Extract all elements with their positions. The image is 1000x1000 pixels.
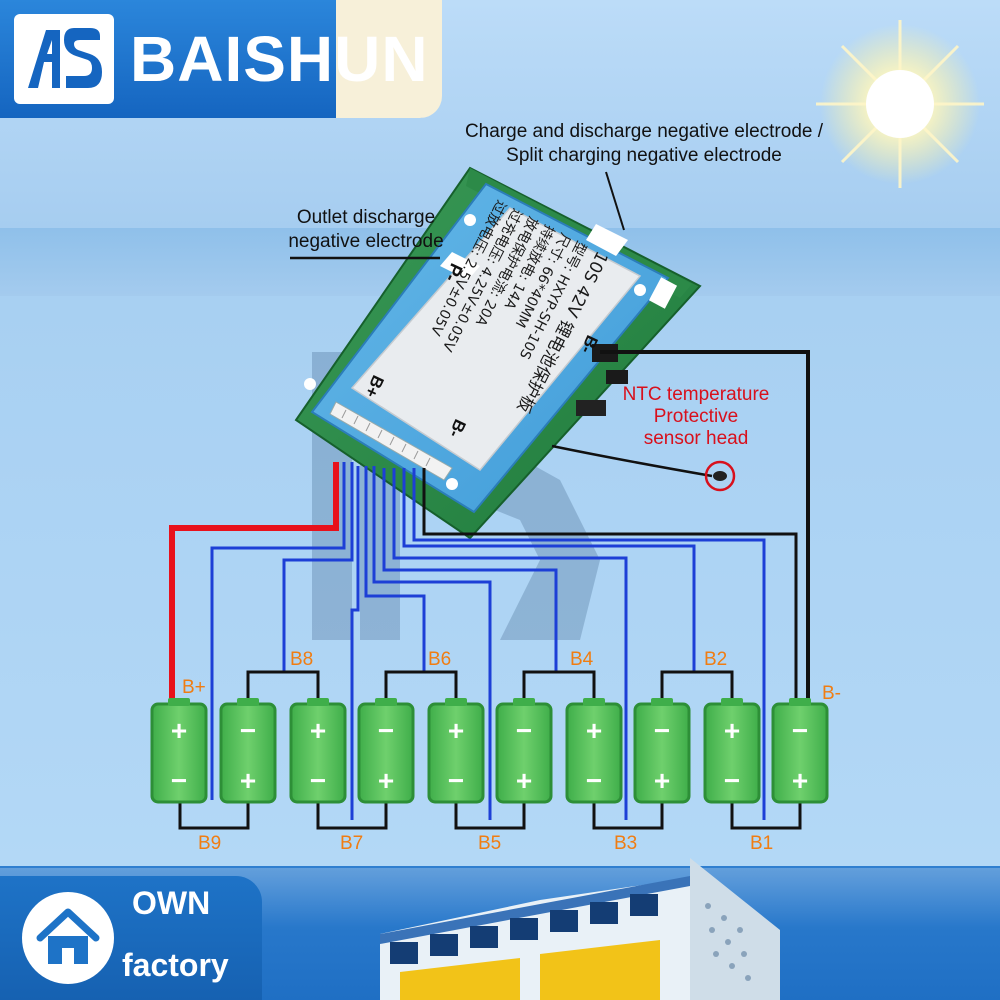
pin-label-b6: B6 bbox=[428, 649, 452, 670]
callout-ntc-line2: Protective bbox=[653, 406, 739, 427]
cell-2: − + bbox=[219, 698, 277, 804]
callout-split-charge-line2: Split charging negative electrode bbox=[506, 145, 782, 166]
callout-outlet-discharge: Outlet discharge negative electrode bbox=[266, 206, 466, 254]
cell-9-bottom-sign: − bbox=[724, 765, 740, 796]
cell-7-bottom-sign: − bbox=[586, 765, 602, 796]
wire-b7 bbox=[350, 466, 360, 820]
wire-b1 bbox=[412, 468, 766, 820]
link-cell-1-2 bbox=[178, 800, 250, 830]
cell-1-bottom-sign: − bbox=[171, 765, 187, 796]
ntc-sensor-ring bbox=[704, 460, 736, 492]
bms-board bbox=[294, 166, 702, 540]
wire-b2 bbox=[402, 468, 696, 672]
callout-ntc-line3: sensor head bbox=[643, 428, 749, 449]
cell-6-bottom-sign: + bbox=[516, 765, 532, 796]
cell-4-bottom-sign: + bbox=[378, 765, 394, 796]
cell-8: − + bbox=[633, 698, 691, 804]
callout-ntc: NTC temperature Protective sensor head bbox=[608, 384, 784, 450]
brand-name: BAISHUN bbox=[130, 18, 429, 100]
pin-label-b8: B8 bbox=[290, 649, 314, 670]
callout-split-charge: Charge and discharge negative electrode … bbox=[448, 120, 840, 168]
wire-b9 bbox=[210, 462, 346, 800]
pin-label-b1: B1 bbox=[750, 833, 774, 854]
cell-1-top-sign: + bbox=[171, 715, 187, 746]
cell-3: + − bbox=[289, 698, 347, 804]
wire-b-minus-balance bbox=[422, 468, 798, 706]
cell-8-bottom-sign: + bbox=[654, 765, 670, 796]
link-cell-8-9 bbox=[660, 670, 734, 706]
link-cell-2-3 bbox=[246, 670, 320, 706]
cell-9-top-sign: + bbox=[724, 715, 740, 746]
wire-b8 bbox=[282, 462, 354, 672]
wire-b-plus bbox=[169, 462, 339, 706]
sun-icon bbox=[816, 20, 984, 188]
pin-label-b4: B4 bbox=[570, 649, 594, 670]
ntc-wire bbox=[551, 444, 713, 478]
callout-ntc-line1: NTC temperature bbox=[622, 384, 770, 405]
pin-label-b-plus: B+ bbox=[182, 677, 206, 698]
cell-2-top-sign: − bbox=[240, 715, 256, 746]
cell-7: + − bbox=[565, 698, 623, 804]
brand-logo-icon bbox=[14, 14, 114, 104]
cell-3-bottom-sign: − bbox=[310, 765, 326, 796]
wire-b-minus bbox=[600, 350, 810, 706]
cell-5-bottom-sign: − bbox=[448, 765, 464, 796]
cell-8-top-sign: − bbox=[654, 715, 670, 746]
cell-6: − + bbox=[495, 698, 553, 804]
link-cell-3-4 bbox=[316, 800, 388, 830]
cell-4-top-sign: − bbox=[378, 715, 394, 746]
factory-building-icon bbox=[380, 858, 780, 1000]
cell-6-top-sign: − bbox=[516, 715, 532, 746]
link-cell-9-10 bbox=[730, 800, 802, 830]
wire-b5 bbox=[372, 466, 492, 820]
brand-name-text: BAISHUN bbox=[130, 23, 429, 95]
pin-label-b3: B3 bbox=[614, 833, 638, 854]
pin-label-b5: B5 bbox=[478, 833, 502, 854]
cell-10-bottom-sign: + bbox=[792, 765, 808, 796]
callout-outlet-discharge-line2: negative electrode bbox=[288, 231, 444, 252]
cell-9: + − bbox=[703, 698, 761, 804]
link-cell-5-6 bbox=[454, 800, 526, 830]
cell-1: + − bbox=[150, 698, 208, 804]
cell-2-bottom-sign: + bbox=[240, 765, 256, 796]
callout-outlet-discharge-line1: Outlet discharge bbox=[296, 207, 436, 228]
wire-b6 bbox=[364, 466, 426, 672]
brand-tab bbox=[336, 0, 442, 118]
cell-10: − + bbox=[771, 698, 829, 804]
wire-b3 bbox=[392, 468, 628, 820]
link-cell-7-8 bbox=[592, 800, 664, 830]
pin-label-b2: B2 bbox=[704, 649, 728, 670]
pin-label-b7: B7 bbox=[340, 833, 364, 854]
pin-label-b9: B9 bbox=[198, 833, 222, 854]
wiring bbox=[169, 350, 810, 830]
pin-label-b-minus: B- bbox=[822, 683, 841, 704]
cell-5: + − bbox=[427, 698, 485, 804]
cell-7-top-sign: + bbox=[586, 715, 602, 746]
cell-3-top-sign: + bbox=[310, 715, 326, 746]
cell-4: − + bbox=[357, 698, 415, 804]
ntc-sensor-icon bbox=[713, 471, 727, 481]
factory-label: factory bbox=[122, 947, 229, 983]
callout-split-charge-line1: Charge and discharge negative electrode … bbox=[464, 121, 824, 142]
callout-top-leader bbox=[605, 171, 625, 231]
house-icon bbox=[22, 892, 114, 984]
cell-10-top-sign: − bbox=[792, 715, 808, 746]
link-cell-4-5 bbox=[384, 670, 458, 706]
own-label: OWN bbox=[132, 885, 211, 921]
wire-b4 bbox=[382, 468, 558, 672]
cell-5-top-sign: + bbox=[448, 715, 464, 746]
battery-cells: + − − + + − − + + − bbox=[150, 698, 829, 804]
link-cell-6-7 bbox=[522, 670, 596, 706]
